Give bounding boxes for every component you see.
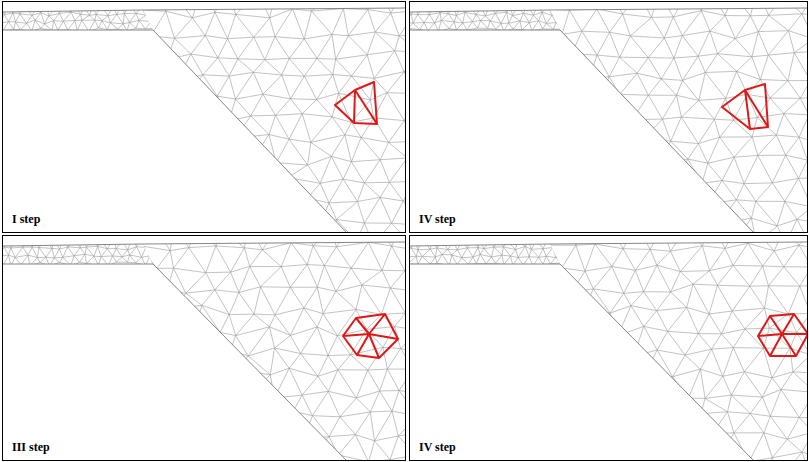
step-label: III step [10,440,52,455]
slope-boundary [3,8,406,233]
mesh-panel: I step [2,1,406,233]
mesh-panel: IV step [409,1,808,233]
mesh-panel: III step [2,235,406,461]
mesh-panel: IV step [409,235,808,461]
mesh-lines [3,4,166,32]
step-label: IV step [417,440,458,455]
mesh-lines [410,4,571,31]
step-label: I step [10,212,42,227]
highlighted-elements [343,314,398,358]
highlighted-elements [722,84,768,129]
mesh-illustration [3,236,406,461]
mesh-lines [505,2,808,233]
highlighted-elements [758,314,808,356]
mesh-lines [506,236,808,461]
step-label: IV step [417,212,458,227]
mesh-lines [99,2,406,233]
mesh-lines [3,238,164,266]
mesh-illustration [3,2,406,233]
mesh-illustration [410,236,808,461]
slope-boundary [410,242,808,461]
slope-boundary [410,8,808,233]
slope-boundary [3,242,406,461]
mesh-lines [100,236,406,461]
mesh-lines [410,238,573,266]
mesh-illustration [410,2,808,233]
highlighted-elements [335,82,377,124]
